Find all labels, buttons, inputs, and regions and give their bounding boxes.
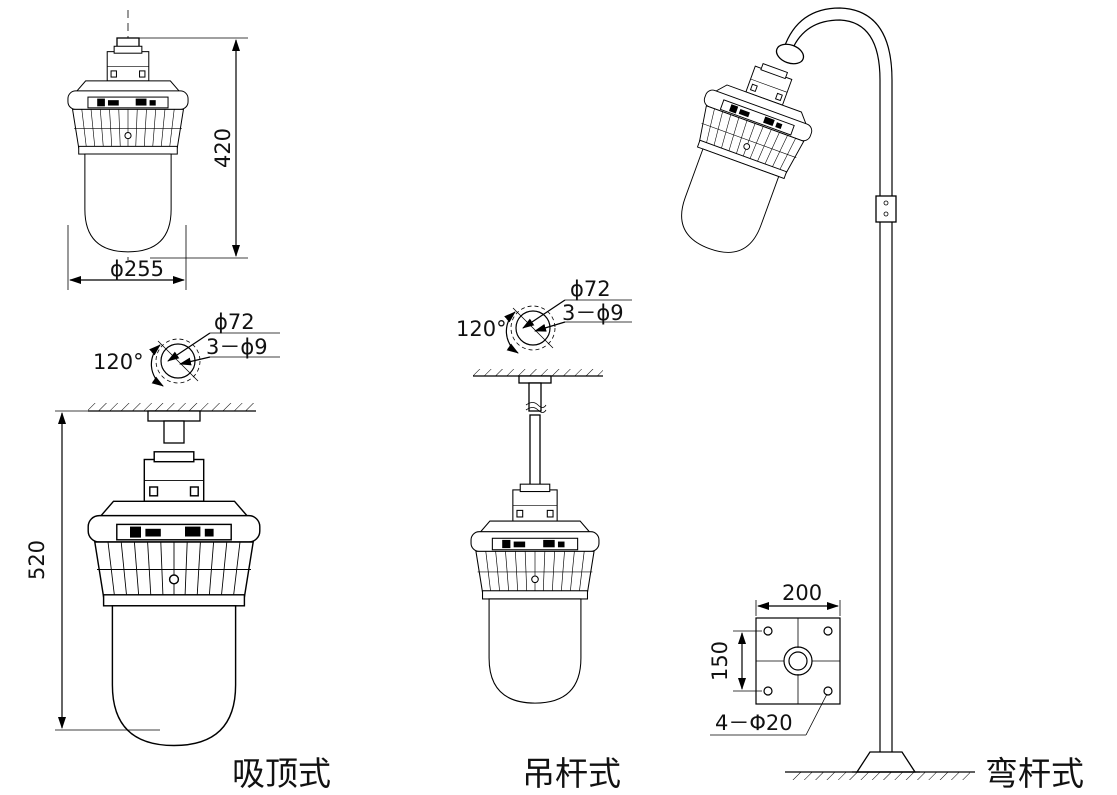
height-420-label: 420 bbox=[211, 128, 235, 168]
ceiling-hole-pattern bbox=[149, 332, 280, 387]
holes-3-9-label: 3－ϕ9 bbox=[206, 335, 268, 359]
pendant-hole-pattern bbox=[504, 299, 632, 354]
pole-mount-drawing bbox=[656, 7, 975, 780]
height-520-label: 520 bbox=[25, 540, 49, 580]
angle-120-label: 120° bbox=[93, 350, 144, 374]
circle-72-label: ϕ72 bbox=[570, 277, 611, 301]
pole-mount-caption: 弯杆式 bbox=[985, 754, 1084, 793]
holes-3-9-label: 3－ϕ9 bbox=[562, 301, 624, 325]
pendant-mount-drawing bbox=[470, 369, 603, 704]
ceiling-mounted-drawing bbox=[55, 403, 261, 747]
base-holes-label: 4－Φ20 bbox=[715, 711, 793, 735]
base-height-150-label: 150 bbox=[708, 641, 732, 681]
ceiling-mount-caption: 吸顶式 bbox=[232, 754, 331, 793]
circle-72-label: ϕ72 bbox=[214, 310, 255, 334]
pendant-mount-caption: 吊杆式 bbox=[522, 754, 621, 793]
pole-base-plate bbox=[710, 600, 841, 736]
diameter-255-label: ϕ255 bbox=[110, 257, 164, 281]
angle-120-label: 120° bbox=[456, 317, 507, 341]
base-width-200-label: 200 bbox=[782, 581, 822, 605]
ceiling-elevation-drawing bbox=[67, 10, 248, 290]
